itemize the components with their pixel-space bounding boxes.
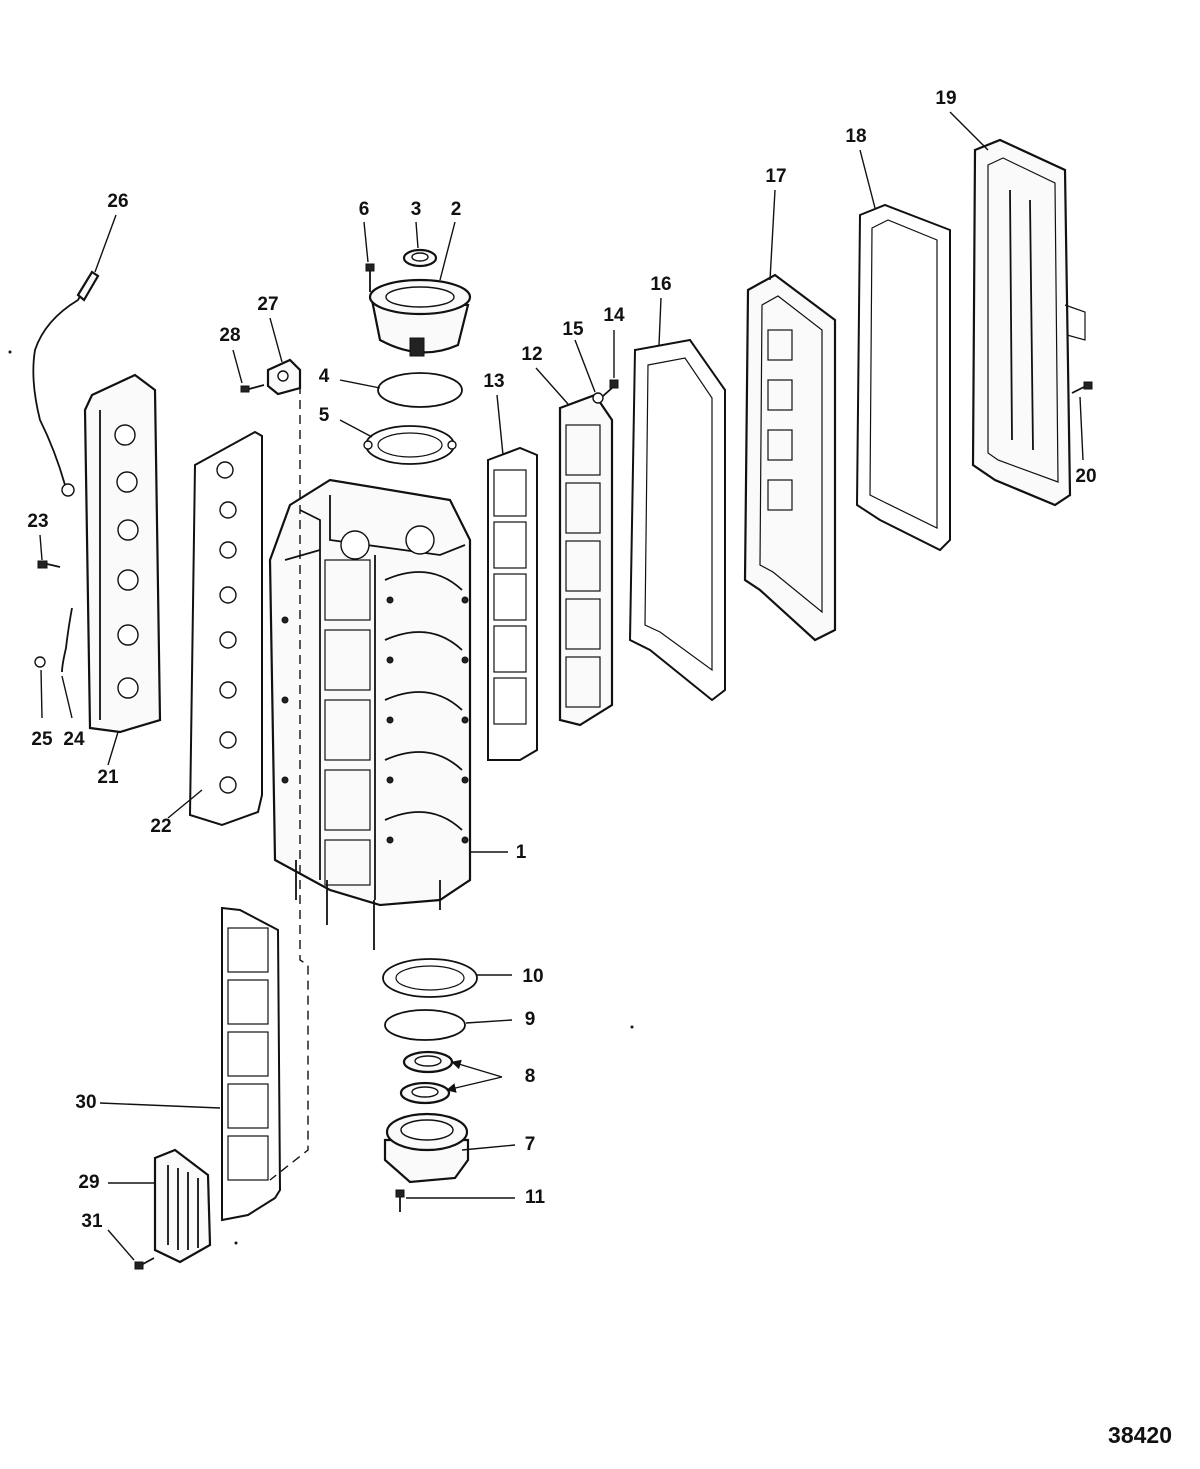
callout-1: 1 bbox=[516, 842, 527, 863]
exhaust-cover-part bbox=[971, 138, 1086, 507]
callout-27: 27 bbox=[257, 294, 278, 315]
speck-dot bbox=[630, 1025, 634, 1029]
leader-lines bbox=[39, 111, 1084, 1261]
callout-7: 7 bbox=[525, 1134, 536, 1155]
callout-14: 14 bbox=[603, 305, 625, 326]
callout-30: 30 bbox=[75, 1092, 96, 1113]
lower-end-cap-part bbox=[383, 1112, 470, 1184]
intake-cover-part bbox=[153, 1148, 212, 1264]
exhaust-divider-plate-part bbox=[558, 393, 614, 727]
end-cap-screw-part bbox=[365, 263, 375, 292]
lower-end-cap-gasket-part bbox=[382, 958, 478, 998]
callout-31: 31 bbox=[81, 1211, 103, 1232]
exhaust-cover-gasket-part bbox=[855, 203, 951, 552]
speck-dot bbox=[8, 350, 12, 354]
callout-24: 24 bbox=[63, 729, 85, 750]
cylinder-head-cover-part bbox=[83, 373, 162, 734]
callout-4: 4 bbox=[319, 366, 330, 387]
ground-strap-part bbox=[61, 607, 73, 673]
divider-screw-part bbox=[602, 379, 619, 397]
head-gasket-holes bbox=[216, 461, 237, 794]
callout-26: 26 bbox=[107, 191, 128, 212]
sensor-fitting-part bbox=[266, 358, 302, 396]
speck-dot bbox=[234, 1241, 238, 1245]
exhaust-divider-gasket-part bbox=[487, 446, 538, 761]
callout-19: 19 bbox=[935, 88, 956, 109]
exhaust-cover-screw-part bbox=[1071, 381, 1093, 394]
callout-5: 5 bbox=[319, 405, 330, 426]
upper-end-cap-part bbox=[368, 278, 472, 357]
callout-28: 28 bbox=[219, 325, 240, 346]
callout-21: 21 bbox=[97, 767, 119, 788]
callout-13: 13 bbox=[483, 371, 504, 392]
callout-2: 2 bbox=[451, 199, 462, 220]
callout-8: 8 bbox=[525, 1066, 536, 1087]
exhaust-gasket-part bbox=[628, 338, 726, 702]
ground-screw-part bbox=[37, 560, 61, 569]
figure-number: 38420 bbox=[1108, 1422, 1172, 1448]
block-cylinder-bores bbox=[324, 559, 463, 886]
cylinder-block-part bbox=[268, 478, 472, 950]
exhaust-plate-part bbox=[743, 273, 837, 642]
callout-23: 23 bbox=[27, 511, 48, 532]
sensor-screw-part bbox=[240, 384, 265, 393]
head-gasket-part bbox=[188, 430, 263, 827]
callout-16: 16 bbox=[650, 274, 671, 295]
callout-29: 29 bbox=[78, 1172, 99, 1193]
callout-22: 22 bbox=[150, 816, 171, 837]
callout-25: 25 bbox=[31, 729, 53, 750]
lower-seals-part bbox=[399, 1050, 454, 1105]
head-ports bbox=[114, 424, 139, 699]
temperature-wire-part bbox=[32, 270, 100, 497]
callout-9: 9 bbox=[525, 1009, 536, 1030]
block-studs bbox=[295, 860, 441, 950]
intake-gasket-part bbox=[221, 906, 282, 1222]
callout-20: 20 bbox=[1075, 466, 1096, 487]
alignment-line bbox=[269, 370, 309, 1181]
callout-3: 3 bbox=[411, 199, 422, 220]
callout-18: 18 bbox=[845, 126, 866, 147]
upper-o-ring-part bbox=[377, 372, 463, 408]
callout-10: 10 bbox=[522, 966, 543, 987]
washer-part bbox=[34, 656, 46, 668]
callout-15: 15 bbox=[562, 319, 584, 340]
callout-labels: 1 2 3 4 5 6 7 8 9 10 11 12 13 14 15 16 1… bbox=[27, 88, 1096, 1232]
intake-cover-screw-part bbox=[134, 1257, 155, 1270]
upper-seal-part bbox=[402, 248, 438, 268]
block-bolt-holes bbox=[281, 596, 469, 844]
upper-end-cap-gasket-part bbox=[363, 425, 457, 465]
divider-washer-part bbox=[592, 392, 604, 404]
callout-12: 12 bbox=[521, 344, 542, 365]
callout-17: 17 bbox=[765, 166, 786, 187]
lower-o-ring-part bbox=[384, 1009, 466, 1041]
callout-6: 6 bbox=[359, 199, 370, 220]
callout-11: 11 bbox=[525, 1187, 546, 1208]
lower-end-cap-screw-part bbox=[395, 1189, 405, 1212]
